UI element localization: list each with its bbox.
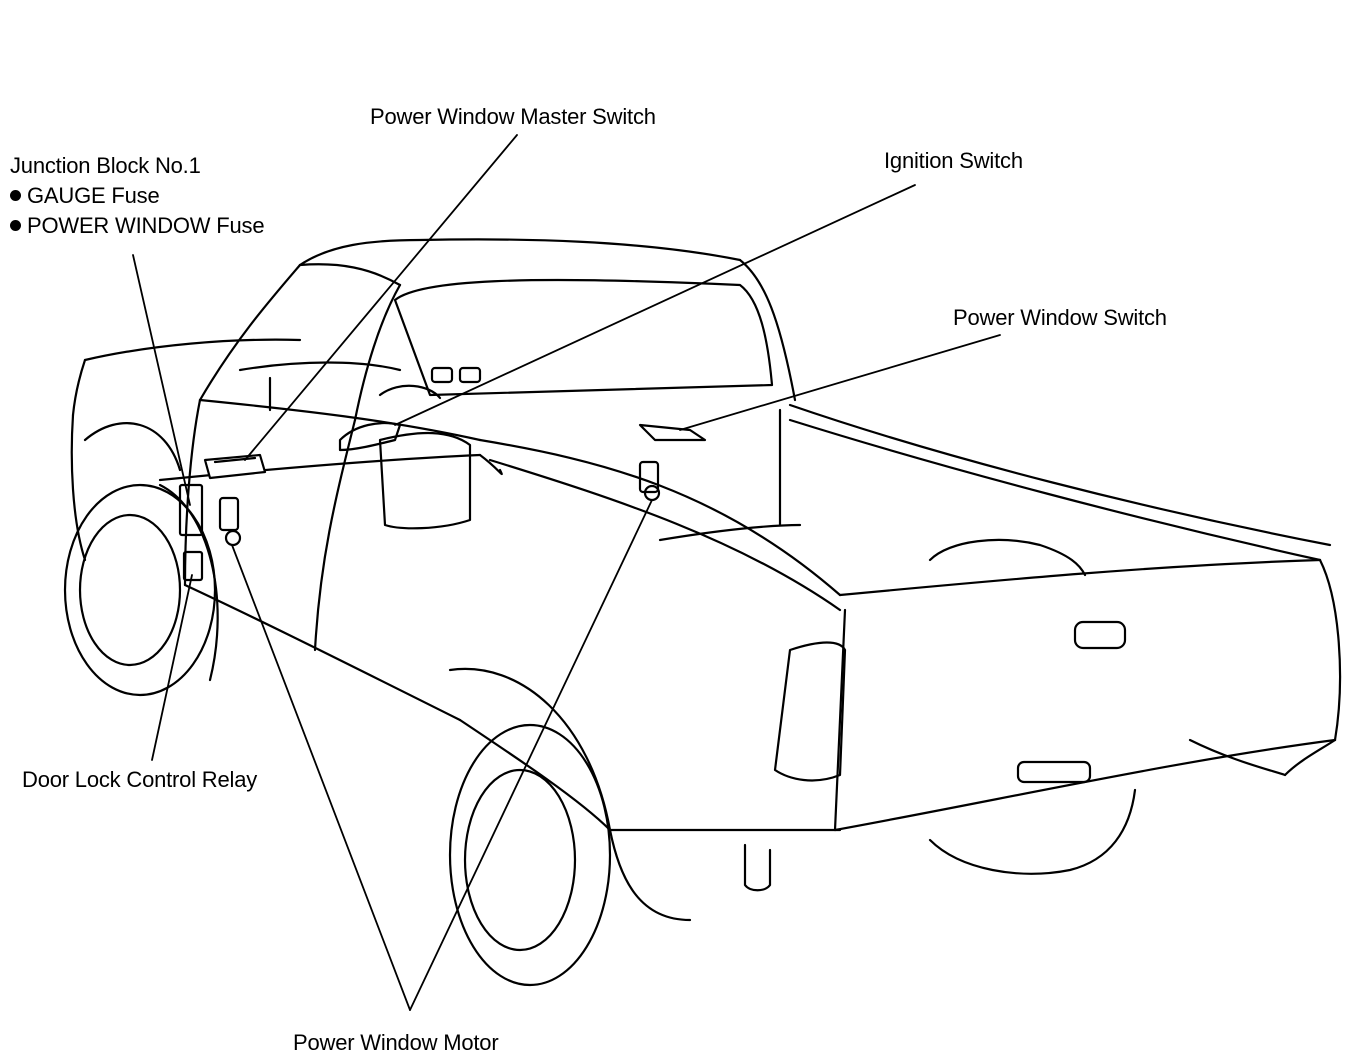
leader-lines — [132, 134, 1001, 1011]
power-window-fuse-label: POWER WINDOW Fuse — [27, 213, 265, 238]
front-wheel — [63, 483, 219, 697]
gauge-fuse-row: GAUGE Fuse — [10, 183, 264, 209]
label-power-window-motor: Power Window Motor — [293, 1030, 499, 1055]
label-power-window-master-switch: Power Window Master Switch — [370, 104, 656, 129]
power-window-fuse-row: POWER WINDOW Fuse — [10, 213, 265, 239]
junction-block-title: Junction Block No.1 — [10, 153, 201, 178]
bullet-icon — [10, 220, 21, 231]
gauge-fuse-label: GAUGE Fuse — [27, 183, 160, 208]
rear-wheel — [448, 667, 692, 987]
far-rear-wheel — [928, 788, 1137, 875]
leader-master-switch — [244, 134, 518, 461]
bullet-icon — [10, 190, 21, 201]
label-ignition-switch: Ignition Switch — [884, 148, 1023, 173]
label-power-window-switch: Power Window Switch — [953, 305, 1167, 330]
leader-power-window-switch — [679, 334, 1001, 431]
leader-ignition-switch — [394, 184, 916, 426]
leader-door-lock-relay — [151, 574, 193, 761]
components — [178, 422, 707, 582]
leader-motor-driver — [231, 544, 411, 1011]
truck-body — [70, 238, 1342, 892]
label-door-lock-control-relay: Door Lock Control Relay — [22, 767, 258, 792]
leader-motor-passenger — [409, 499, 653, 1011]
label-junction-block: Junction Block No.1 GAUGE Fuse POWER WIN… — [10, 153, 265, 239]
leader-junction-block — [132, 254, 191, 506]
